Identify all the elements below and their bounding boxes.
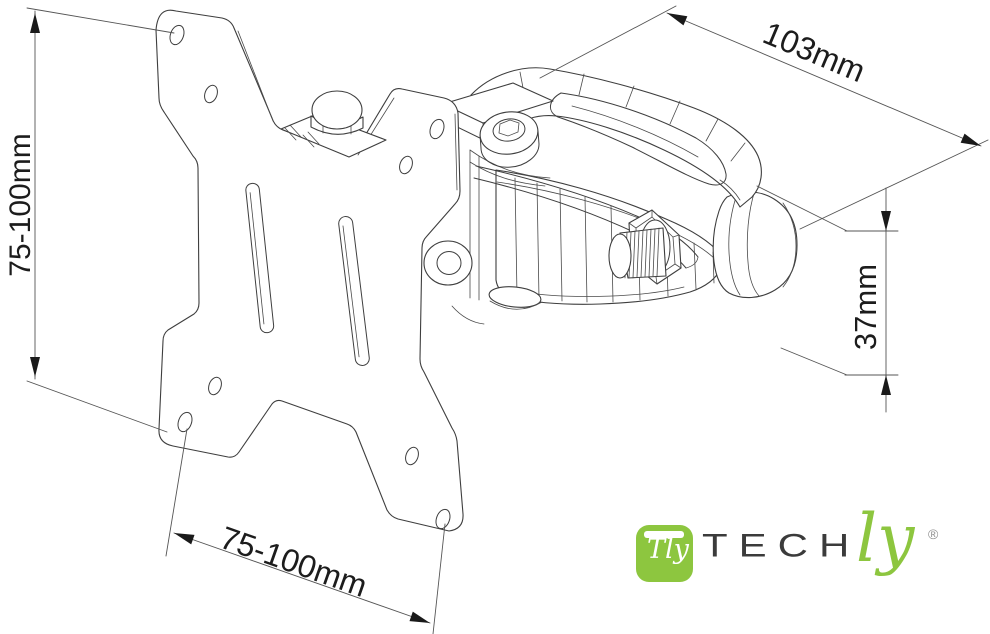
socket-screw: [479, 111, 540, 168]
threaded-bolt: [608, 227, 667, 279]
bolt-end-cap: [608, 233, 632, 279]
hex-socket: [498, 119, 520, 137]
dimension-clamp-height-37: 37mm: [756, 185, 899, 413]
clamp-assembly: [442, 67, 798, 325]
dim-label-depth: 103mm: [758, 15, 870, 90]
clamp-body: [495, 169, 723, 305]
pole-boss: [712, 189, 798, 299]
brand-logo: Tly TECH ly ®: [634, 506, 964, 606]
brand-logo-icon-bar: [644, 531, 684, 538]
registered-trademark-icon: ®: [928, 526, 939, 542]
vesa-100-holes: [169, 24, 451, 530]
brand-wordmark: TECH: [702, 526, 861, 564]
brand-logo-icon-text: Tly: [647, 534, 689, 565]
bracket-strip: [451, 149, 485, 325]
dome-nut: [280, 90, 387, 158]
dim-label-bottom: 75-100mm: [216, 519, 372, 604]
hinge-cylinder: [488, 286, 543, 310]
brand-wordmark-script: ly: [856, 500, 915, 577]
vesa-plate: [155, 9, 464, 532]
dim-label-left: 75-100mm: [4, 133, 37, 276]
dim-label-clamp-height: 37mm: [848, 264, 883, 350]
pivot-bracket: [442, 82, 554, 187]
brand-logo-icon: Tly: [636, 525, 693, 582]
mounting-slot-right: [338, 216, 370, 366]
pivot-circle: [423, 240, 473, 286]
mounting-slot-left: [245, 182, 275, 334]
vesa-75-holes: [204, 84, 419, 466]
dimension-left-vertical: 75-100mm: [4, 7, 175, 433]
